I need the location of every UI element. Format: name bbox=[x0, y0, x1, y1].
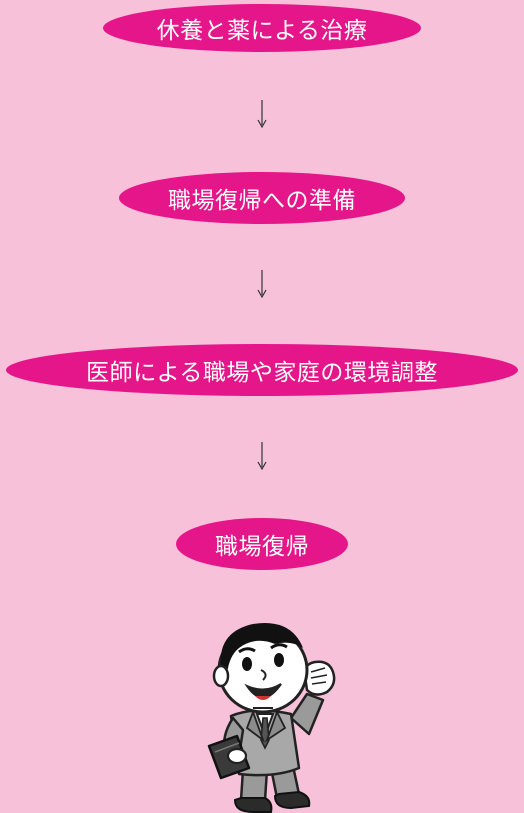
flow-step-environment-adjustment: 医師による職場や家庭の環境調整 bbox=[6, 344, 518, 396]
down-arrow-icon bbox=[257, 442, 267, 470]
flow-step-label: 医師による職場や家庭の環境調整 bbox=[86, 360, 438, 386]
businessman-fist-pump-icon bbox=[207, 623, 336, 813]
flow-step-label: 休養と薬による治療 bbox=[156, 18, 368, 44]
down-arrow-icon bbox=[257, 100, 267, 128]
flow-step-return-to-work: 職場復帰 bbox=[176, 518, 348, 570]
flow-step-preparation: 職場復帰への準備 bbox=[119, 172, 405, 224]
flow-step-label: 職場復帰への準備 bbox=[168, 188, 356, 214]
flow-step-treatment: 休養と薬による治療 bbox=[103, 4, 421, 52]
down-arrow-icon bbox=[257, 270, 267, 298]
flow-step-label: 職場復帰 bbox=[215, 534, 309, 560]
